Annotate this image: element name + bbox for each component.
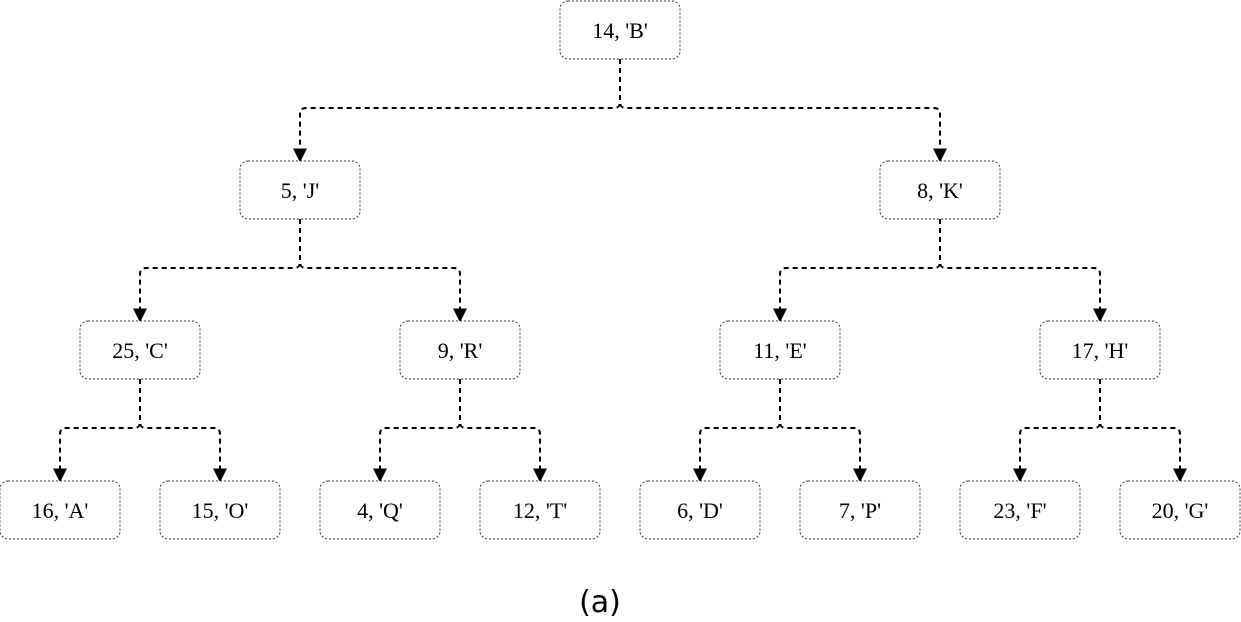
node-box	[0, 480, 121, 540]
figure-caption: (a)	[579, 585, 621, 620]
node-box	[559, 0, 681, 60]
tree-node: 16, 'A'	[0, 480, 121, 540]
node-label: 8, 'K'	[917, 178, 963, 203]
edge-n4-n8	[53, 379, 141, 483]
tree-node: 14, 'B'	[559, 0, 681, 60]
node-box	[1039, 320, 1161, 380]
node-label: 25, 'C'	[112, 338, 168, 363]
edge-n7-n14	[1013, 379, 1101, 483]
node-box	[959, 480, 1081, 540]
node-label: 17, 'H'	[1072, 338, 1129, 363]
node-box	[159, 480, 281, 540]
tree-node: 7, 'P'	[799, 480, 921, 540]
node-label: 14, 'B'	[592, 18, 648, 43]
node-label: 9, 'R'	[438, 338, 483, 363]
node-label: 7, 'P'	[839, 498, 881, 523]
tree-node: 17, 'H'	[1039, 320, 1161, 380]
edge-n1-n2	[293, 59, 621, 163]
edge-n4-n9	[139, 379, 227, 483]
node-label: 6, 'D'	[677, 498, 723, 523]
node-label: 20, 'G'	[1152, 498, 1209, 523]
node-box	[879, 160, 1001, 220]
edge-n5-n10	[373, 379, 461, 483]
node-box	[79, 320, 201, 380]
tree-node: 12, 'T'	[479, 480, 601, 540]
node-label: 12, 'T'	[513, 498, 567, 523]
tree-node: 9, 'R'	[399, 320, 521, 380]
node-label: 15, 'O'	[192, 498, 249, 523]
tree-node: 23, 'F'	[959, 480, 1081, 540]
tree-node: 4, 'Q'	[319, 480, 441, 540]
node-box	[239, 160, 361, 220]
node-box	[799, 480, 921, 540]
tree-node: 20, 'G'	[1119, 480, 1241, 540]
edge-n5-n11	[459, 379, 547, 483]
tree-node: 15, 'O'	[159, 480, 281, 540]
edge-n1-n3	[619, 59, 947, 163]
edge-n7-n15	[1099, 379, 1187, 483]
edge-n3-n7	[939, 219, 1107, 323]
node-label: 4, 'Q'	[357, 498, 403, 523]
node-box	[1119, 480, 1241, 540]
node-label: 11, 'E'	[753, 338, 807, 363]
node-box	[319, 480, 441, 540]
edges-layer	[53, 59, 1187, 483]
edge-n3-n6	[773, 219, 941, 323]
node-label: 23, 'F'	[993, 498, 1046, 523]
edge-n6-n12	[693, 379, 781, 483]
tree-node: 5, 'J'	[239, 160, 361, 220]
nodes-layer: 14, 'B' 5, 'J' 8, 'K' 25, 'C' 9, 'R' 11, 'E' 1…	[0, 0, 1241, 540]
node-box	[719, 320, 841, 380]
edge-n2-n4	[133, 219, 301, 323]
node-box	[639, 480, 761, 540]
node-label: 5, 'J'	[281, 178, 320, 203]
tree-node: 25, 'C'	[79, 320, 201, 380]
tree-node: 8, 'K'	[879, 160, 1001, 220]
node-box	[399, 320, 521, 380]
tree-node: 11, 'E'	[719, 320, 841, 380]
node-label: 16, 'A'	[32, 498, 89, 523]
node-box	[479, 480, 601, 540]
tree-node: 6, 'D'	[639, 480, 761, 540]
edge-n2-n5	[299, 219, 467, 323]
edge-n6-n13	[779, 379, 867, 483]
